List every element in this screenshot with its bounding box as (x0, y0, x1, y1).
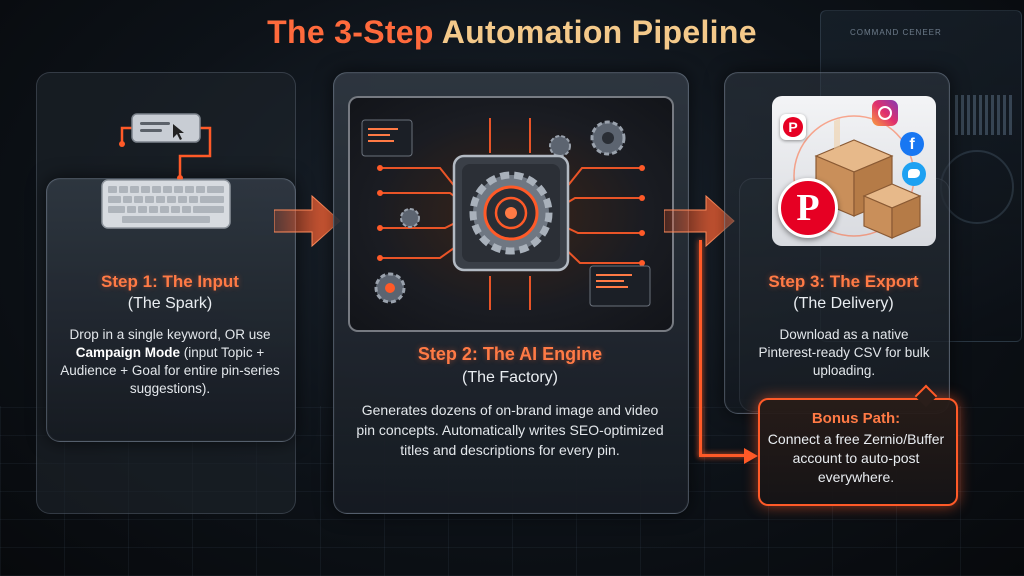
twitter-icon (902, 162, 926, 186)
step3-title: Step 3: The Export (768, 272, 919, 291)
pinterest-large-icon: P (778, 178, 838, 238)
title-rest: Automation Pipeline (441, 14, 757, 50)
background-bar-chart (955, 95, 1015, 135)
arrow-right-icon (664, 194, 735, 248)
step1-desc-after: (input Topic + Audience + Goal for entir… (60, 345, 280, 396)
gear-chip-icon (348, 96, 674, 332)
facebook-icon: f (900, 132, 924, 156)
bonus-connector-vertical (699, 240, 702, 456)
step1-desc-before: Drop in a single keyword, OR use (69, 327, 271, 342)
step3-description: Download as a native Pinterest-ready CSV… (758, 327, 930, 378)
bonus-connector-horizontal (699, 454, 747, 457)
background-ring (940, 150, 1014, 224)
step2-description: Generates dozens of on-brand image and v… (356, 402, 664, 458)
keyboard-icon (60, 84, 272, 254)
step1-subtitle: (The Spark) (127, 295, 213, 312)
step1-description: Drop in a single keyword, OR use Campaig… (58, 326, 282, 398)
step1-title: Step 1: The Input (101, 272, 239, 291)
background-panel-label: COMMAND CENEER (850, 28, 942, 37)
bonus-arrowhead-icon (744, 448, 758, 464)
step3-subtitle: (The Delivery) (793, 295, 894, 312)
page-title: The 3-Step Automation Pipeline (0, 14, 1024, 51)
arrow-right-icon (274, 194, 341, 248)
bonus-callout (758, 398, 958, 506)
bonus-title: Bonus Path: (811, 410, 901, 427)
pinterest-small-icon: P (780, 114, 806, 140)
step2-title: Step 2: The AI Engine (417, 344, 603, 364)
instagram-icon (872, 100, 898, 126)
title-accent: The 3-Step (267, 14, 434, 50)
bonus-description: Connect a free Zernio/Buffer account to … (767, 431, 945, 485)
boxes-social-icon: P f P (772, 96, 936, 246)
step2-subtitle: (The Factory) (461, 369, 558, 386)
step1-desc-bold: Campaign Mode (75, 345, 181, 360)
